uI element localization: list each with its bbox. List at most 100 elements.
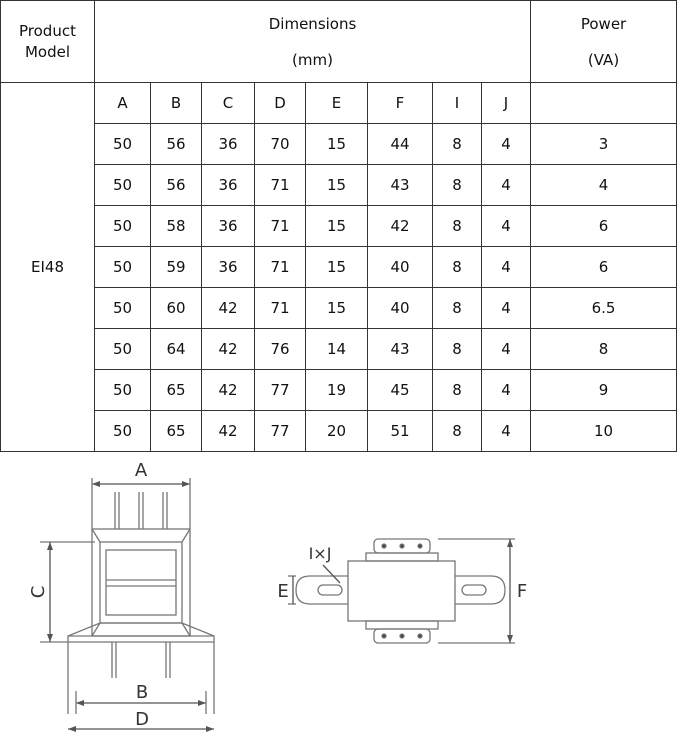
cell-power: 10 [530, 410, 677, 452]
cell-e: 19 [305, 369, 368, 411]
power-header-line1: Power [580, 14, 627, 33]
cell-d: 76 [254, 328, 306, 370]
cell-d: 71 [254, 287, 306, 329]
cell-c: 42 [201, 328, 255, 370]
cell-f: 43 [367, 328, 433, 370]
cell-c: 36 [201, 123, 255, 165]
cell-a: 50 [94, 123, 151, 165]
power-column-blank [530, 82, 677, 124]
cell-e: 15 [305, 246, 368, 288]
cell-power: 6 [530, 246, 677, 288]
cell-c: 42 [201, 369, 255, 411]
cell-b: 59 [150, 246, 202, 288]
cell-b: 64 [150, 328, 202, 370]
cell-b: 65 [150, 410, 202, 452]
cell-j: 4 [480, 246, 532, 288]
cell-f: 40 [367, 246, 433, 288]
dimensions-header-line2: (mm) [292, 50, 333, 69]
column-header-d: D [254, 82, 306, 124]
dimension-label-f: F [517, 581, 527, 602]
cell-d: 77 [254, 410, 306, 452]
column-header-b: B [150, 82, 202, 124]
cell-j: 4 [480, 369, 532, 411]
cell-i: 8 [432, 246, 482, 288]
product-model-header: Product Model [0, 0, 95, 83]
cell-power: 9 [530, 369, 677, 411]
cell-j: 4 [480, 164, 532, 206]
cell-f: 44 [367, 123, 433, 165]
dimension-label-b: B [136, 682, 148, 703]
cell-a: 50 [94, 205, 151, 247]
cell-b: 60 [150, 287, 202, 329]
cell-b: 56 [150, 123, 202, 165]
cell-i: 8 [432, 328, 482, 370]
dimension-label-e: E [277, 581, 288, 602]
cell-power: 8 [530, 328, 677, 370]
power-header-line2: (VA) [587, 50, 620, 69]
table-header-row: Product Model Dimensions (mm) Power (VA) [0, 0, 677, 83]
cell-i: 8 [432, 287, 482, 329]
cell-d: 77 [254, 369, 306, 411]
dimension-label-a: A [135, 460, 148, 481]
cell-j: 4 [480, 410, 532, 452]
column-header-c: C [201, 82, 255, 124]
column-header-e: E [305, 82, 368, 124]
dimension-label-ixj: I×J [309, 544, 332, 563]
cell-i: 8 [432, 205, 482, 247]
cell-j: 4 [480, 328, 532, 370]
cell-a: 50 [94, 287, 151, 329]
transformer-drawing: A B C D E F I×J [28, 460, 527, 732]
dimension-label-d: D [135, 709, 149, 730]
cell-i: 8 [432, 164, 482, 206]
cell-i: 8 [432, 410, 482, 452]
cell-b: 65 [150, 369, 202, 411]
product-model-header-line1: Product [19, 21, 76, 40]
dimension-table: Product Model Dimensions (mm) Power (VA)… [0, 0, 677, 452]
dimension-label-c: C [28, 586, 49, 599]
cell-c: 42 [201, 410, 255, 452]
cell-d: 71 [254, 205, 306, 247]
cell-power: 6 [530, 205, 677, 247]
cell-c: 36 [201, 164, 255, 206]
cell-i: 8 [432, 369, 482, 411]
cell-a: 50 [94, 246, 151, 288]
cell-j: 4 [480, 123, 532, 165]
cell-f: 51 [367, 410, 433, 452]
cell-a: 50 [94, 369, 151, 411]
cell-e: 15 [305, 123, 368, 165]
cell-e: 15 [305, 287, 368, 329]
cell-power: 6.5 [530, 287, 677, 329]
cell-i: 8 [432, 123, 482, 165]
cell-c: 36 [201, 205, 255, 247]
column-letters-row: EI48 A B C D E F I J [0, 82, 677, 452]
top-view [288, 538, 515, 644]
cell-d: 71 [254, 246, 306, 288]
cell-e: 15 [305, 205, 368, 247]
cell-b: 56 [150, 164, 202, 206]
cell-f: 42 [367, 205, 433, 247]
cell-a: 50 [94, 164, 151, 206]
dimensions-header: Dimensions (mm) [93, 0, 532, 83]
column-header-f: F [367, 82, 433, 124]
cell-c: 36 [201, 246, 255, 288]
power-header: Power (VA) [530, 0, 677, 83]
column-header-a: A [94, 82, 151, 124]
cell-c: 42 [201, 287, 255, 329]
cell-power: 3 [530, 123, 677, 165]
cell-b: 58 [150, 205, 202, 247]
product-model-header-line2: Model [24, 42, 71, 61]
column-header-j: J [480, 82, 532, 124]
cell-power: 4 [530, 164, 677, 206]
cell-j: 4 [480, 287, 532, 329]
cell-a: 50 [94, 410, 151, 452]
cell-f: 45 [367, 369, 433, 411]
product-model-cell: EI48 [0, 82, 95, 452]
cell-f: 43 [367, 164, 433, 206]
